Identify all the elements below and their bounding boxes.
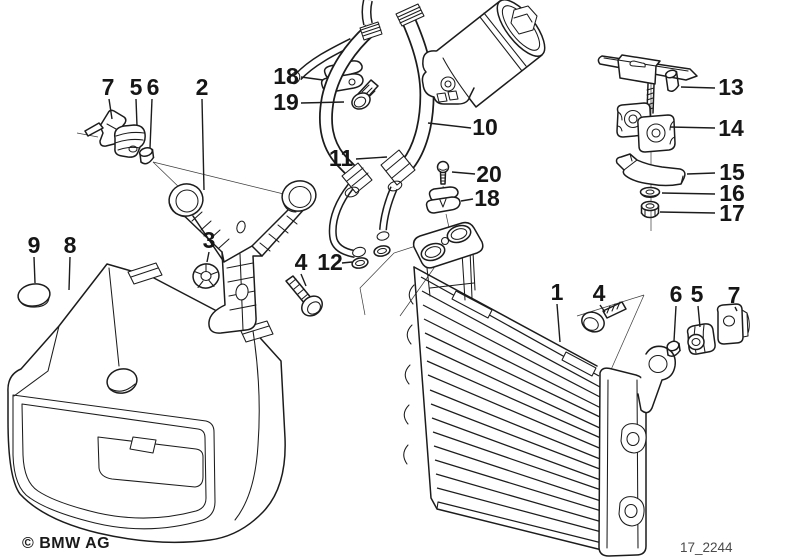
leader-line-6 [149, 98, 153, 149]
leader-line-4 [300, 273, 307, 287]
leader-line-8 [68, 256, 71, 291]
nut-17 [640, 200, 660, 219]
mounting-bracket [168, 180, 317, 334]
support-bracket-15 [615, 153, 686, 187]
leader-line-19 [300, 101, 345, 104]
part-callout-15[interactable]: 15 [719, 159, 745, 185]
bolt-19 [351, 79, 379, 110]
leader-line-5 [135, 98, 138, 127]
part-callout-9[interactable]: 9 [28, 232, 41, 258]
part-callout-4[interactable]: 4 [593, 280, 606, 306]
leader-line-12 [341, 261, 353, 264]
leader-line-17 [659, 211, 716, 214]
copyright-text: © BMW AG [22, 535, 111, 552]
leader-line-18 [300, 76, 324, 81]
part-callout-7[interactable]: 7 [728, 282, 741, 308]
bolt-4-right [581, 301, 627, 333]
expanding-nut [192, 263, 220, 289]
washer-16 [639, 186, 661, 199]
part-callout-18[interactable]: 18 [474, 185, 500, 211]
part-callout-3[interactable]: 3 [203, 227, 216, 253]
leader-line-20 [451, 171, 476, 175]
part-callout-5[interactable]: 5 [691, 281, 704, 307]
leader-line-15 [686, 172, 716, 175]
part-callout-6[interactable]: 6 [670, 281, 683, 307]
part-callout-13[interactable]: 13 [718, 74, 744, 100]
radiator-frame [403, 266, 611, 553]
rubber-wedge-mid [425, 186, 461, 214]
part-callout-14[interactable]: 14 [718, 115, 744, 141]
leader-line-11 [355, 156, 388, 160]
radiator-tank [598, 345, 677, 557]
leader-line-18 [460, 198, 474, 202]
part-callout-12[interactable]: 12 [317, 249, 343, 275]
grommet-left [113, 124, 146, 158]
leader-line-7 [108, 98, 113, 120]
inlet-connector [412, 221, 484, 301]
bolt-20 [436, 160, 450, 185]
leader-line-7 [734, 306, 738, 312]
leader-line-9 [33, 256, 36, 284]
part-callout-8[interactable]: 8 [64, 232, 77, 258]
part-callout-16[interactable]: 16 [719, 180, 745, 206]
hose-fitting-top [359, 3, 425, 41]
part-callout-2[interactable]: 2 [196, 74, 209, 100]
clip-right [716, 303, 750, 345]
leader-line-4 [599, 304, 606, 313]
part-callout-6[interactable]: 6 [147, 74, 160, 100]
support-plate-13 [597, 54, 698, 114]
bushing-left [138, 147, 155, 165]
part-callout-7[interactable]: 7 [102, 74, 115, 100]
part-callout-10[interactable]: 10 [472, 114, 498, 140]
leader-line-1 [556, 303, 561, 343]
grommet-right [686, 323, 716, 355]
part-callout-17[interactable]: 17 [719, 200, 745, 226]
leader-line-2 [201, 98, 205, 191]
oil-cooler [403, 221, 677, 557]
leader-line-10 [427, 122, 472, 129]
hose-coupling-right [380, 149, 416, 192]
part-callout-18[interactable]: 18 [273, 63, 299, 89]
part-callout-5[interactable]: 5 [130, 74, 143, 100]
leader-line-14 [669, 126, 716, 129]
oil-filter-housing [421, 0, 546, 108]
hose-clamp-14 [616, 102, 676, 153]
bolt-4-mid [285, 275, 323, 317]
hose-coupling-left [341, 162, 373, 198]
part-callout-19[interactable]: 19 [273, 89, 299, 115]
drawing-number: 17_2244 [680, 540, 733, 555]
core-strap-upper [451, 290, 493, 319]
o-rings [351, 245, 391, 269]
part-callout-1[interactable]: 1 [551, 279, 564, 305]
leader-line-16 [661, 192, 716, 195]
part-callout-20[interactable]: 20 [476, 161, 502, 187]
part-callout-11[interactable]: 11 [329, 145, 354, 171]
leader-line-13 [680, 86, 716, 89]
duct-cap [17, 283, 51, 308]
air-duct [7, 262, 286, 544]
leader-line-3 [206, 251, 210, 263]
leader-line-6 [673, 305, 677, 342]
core-strap-lower [561, 351, 597, 377]
leader-line-5 [697, 305, 701, 328]
oil-hoses [289, 0, 435, 258]
bushing-right [666, 340, 681, 357]
part-callout-4[interactable]: 4 [295, 249, 308, 275]
radiator-fins [420, 276, 611, 546]
